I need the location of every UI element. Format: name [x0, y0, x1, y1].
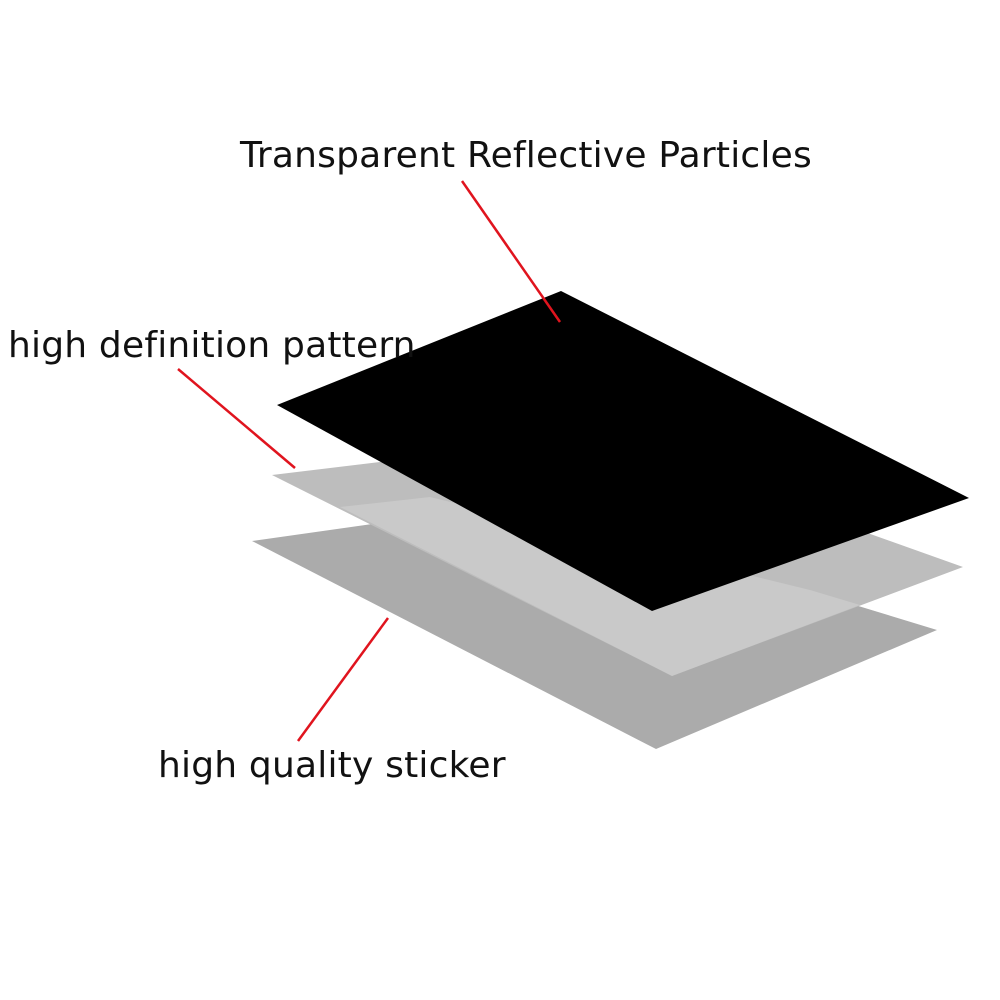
leader-line-top [460, 180, 562, 323]
label-transparent-reflective-particles: Transparent Reflective Particles [240, 135, 812, 176]
leader-line-bottom [296, 617, 390, 742]
pattern-layer-highlight [340, 497, 860, 676]
label-high-definition-pattern: high definition pattern [8, 325, 416, 366]
label-high-quality-sticker: high quality sticker [158, 745, 506, 786]
leader-line-middle [177, 368, 296, 469]
reflective-particles-layer [277, 291, 969, 611]
